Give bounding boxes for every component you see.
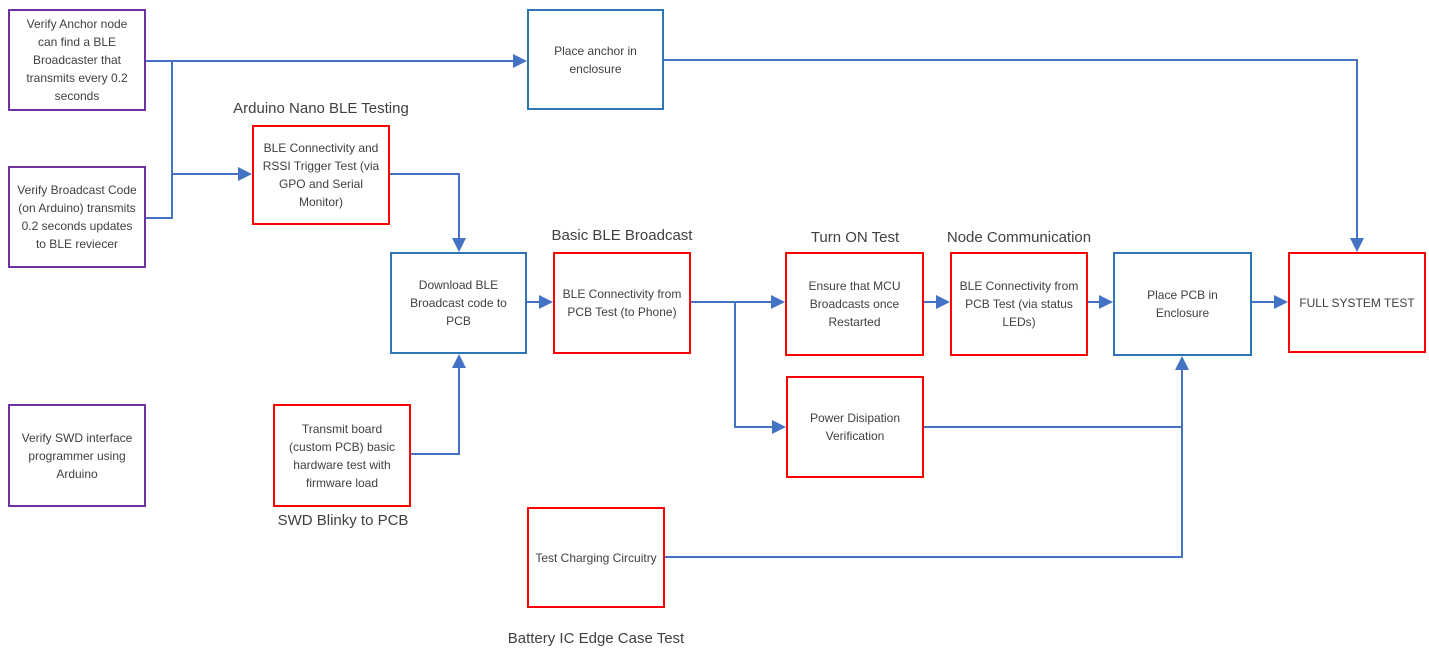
connector-segment <box>146 217 173 219</box>
label-basic-ble-broadcast: Basic BLE Broadcast <box>551 227 693 244</box>
arrowhead <box>1099 295 1113 309</box>
label-turn-on-test: Turn ON Test <box>810 229 900 246</box>
node-place-pcb: Place PCB in Enclosure <box>1113 252 1252 356</box>
connector-segment <box>1088 301 1101 303</box>
connector-segment <box>924 426 1183 428</box>
connector-segment <box>458 366 460 455</box>
node-text: Place anchor in enclosure <box>554 43 637 76</box>
connector-segment <box>527 301 541 303</box>
node-text: Ensure that MCU Broadcasts once Restarte… <box>808 279 901 329</box>
connector-segment <box>171 173 238 175</box>
connector-segment <box>1252 301 1276 303</box>
arrowhead <box>1175 356 1189 370</box>
node-verify-swd: Verify SWD interface programmer using Ar… <box>8 404 146 507</box>
node-text: BLE Connectivity and RSSI Trigger Test (… <box>262 141 380 209</box>
label-arduino-nano-ble-testing: Arduino Nano BLE Testing <box>233 100 409 117</box>
connector-segment <box>1356 59 1358 240</box>
connector-segment <box>171 60 173 219</box>
node-full-system-test: FULL SYSTEM TEST <box>1288 252 1426 353</box>
connector-segment <box>734 301 736 428</box>
arrowhead <box>513 54 527 68</box>
arrowhead <box>452 238 466 252</box>
connector-segment <box>411 453 460 455</box>
connector-segment <box>691 301 773 303</box>
label-node-communication: Node Communication <box>946 229 1092 246</box>
arrowhead <box>1350 238 1364 252</box>
node-text: Verify SWD interface programmer using Ar… <box>21 430 133 481</box>
arrowhead <box>1274 295 1288 309</box>
arrowhead <box>771 295 785 309</box>
connector-segment <box>924 301 938 303</box>
connector-segment <box>734 426 774 428</box>
connector-segment <box>146 60 515 62</box>
arrowhead <box>238 167 252 181</box>
node-transmit-board: Transmit board (custom PCB) basic hardwa… <box>273 404 411 507</box>
node-verify-anchor: Verify Anchor node can find a BLE Broadc… <box>8 9 146 111</box>
node-ble-leds: BLE Connectivity from PCB Test (via stat… <box>950 252 1088 356</box>
node-rssi-test: BLE Connectivity and RSSI Trigger Test (… <box>252 125 390 225</box>
connector-segment <box>664 59 1358 61</box>
node-text: Verify Anchor node can find a BLE Broadc… <box>26 17 128 103</box>
node-text: Transmit board (custom PCB) basic hardwa… <box>288 421 396 490</box>
label-swd-blinky-to-pcb: SWD Blinky to PCB <box>277 512 409 529</box>
arrowhead <box>936 295 950 309</box>
node-text: Place PCB in Enclosure <box>1147 288 1218 320</box>
node-text: BLE Connectivity from PCB Test (via stat… <box>959 279 1079 329</box>
node-verify-broadcast: Verify Broadcast Code (on Arduino) trans… <box>8 166 146 268</box>
node-text: BLE Connectivity from PCB Test (to Phone… <box>562 287 682 319</box>
arrowhead <box>539 295 553 309</box>
label-battery-ic-edge-case-test: Battery IC Edge Case Test <box>507 630 685 647</box>
arrowhead <box>772 420 786 434</box>
node-text: Test Charging Circuitry <box>535 550 657 565</box>
node-test-charging: Test Charging Circuitry <box>527 507 665 608</box>
connector-segment <box>390 173 460 175</box>
node-text: Verify Broadcast Code (on Arduino) trans… <box>17 183 137 251</box>
connector-segment <box>665 556 1183 558</box>
arrowhead <box>452 354 466 368</box>
node-power-dissipation: Power Disipation Verification <box>786 376 924 478</box>
node-ensure-mcu: Ensure that MCU Broadcasts once Restarte… <box>785 252 924 356</box>
node-text: Power Disipation Verification <box>809 411 901 443</box>
node-text: Download BLE Broadcast code to PCB <box>410 278 507 328</box>
connector-segment <box>1181 368 1183 558</box>
node-download-ble: Download BLE Broadcast code to PCB <box>390 252 527 354</box>
connector-segment <box>458 173 460 240</box>
node-text: FULL SYSTEM TEST <box>1299 295 1415 310</box>
node-ble-phone: BLE Connectivity from PCB Test (to Phone… <box>553 252 691 354</box>
node-place-anchor: Place anchor in enclosure <box>527 9 664 110</box>
